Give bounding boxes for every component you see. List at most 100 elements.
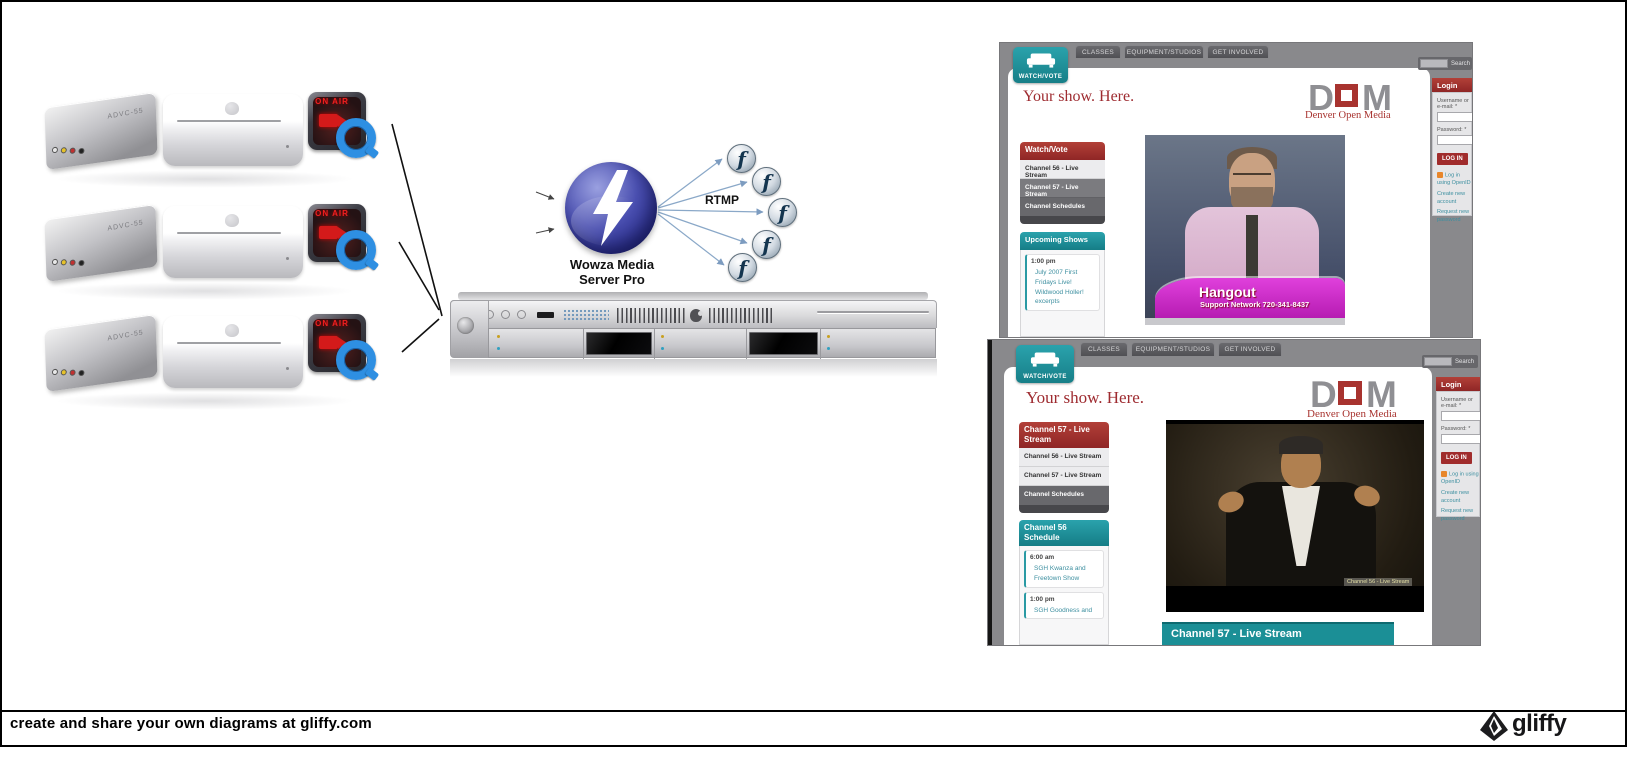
- dom-logo-square-icon: [1338, 381, 1362, 405]
- dom-logo-subtitle: Denver Open Media: [1307, 408, 1397, 420]
- tab-get-involved[interactable]: GET INVOLVED: [1207, 45, 1269, 58]
- encoder-row-1: ADVC-55 ON AIR: [44, 86, 390, 196]
- request-password-link[interactable]: Request new password: [1437, 209, 1470, 223]
- advc-converter-device: ADVC-55: [44, 204, 158, 282]
- login-button[interactable]: LOG IN: [1437, 153, 1468, 165]
- dom-logo-square-icon: [1335, 84, 1358, 107]
- tab-classes[interactable]: CLASSES: [1080, 342, 1128, 356]
- bay-separator: [654, 329, 655, 359]
- camcorder-icon: [319, 114, 338, 127]
- security-lock-knob: [457, 317, 474, 334]
- schedule-show-link[interactable]: July 2007 First Fridays Live! Wildwood H…: [1035, 269, 1084, 306]
- quicktime-q-icon: [336, 230, 376, 270]
- tab-watch-vote[interactable]: WATCH/VOTE: [1016, 345, 1074, 383]
- login-button[interactable]: LOG IN: [1441, 452, 1472, 464]
- channel-57-stream-bar: Channel 57 - Live Stream: [1162, 622, 1394, 645]
- camcorder-icon: [319, 226, 338, 239]
- encoder-row-3: ADVC-55 ON AIR: [44, 308, 390, 418]
- search-box[interactable]: Search: [1418, 57, 1472, 70]
- password-input[interactable]: [1437, 135, 1472, 145]
- menu-item-channel-57[interactable]: Channel 57 - Live Stream: [1020, 179, 1105, 198]
- lower-third-banner: Hangout Support Network 720-341-8437: [1155, 278, 1345, 318]
- flash-player-icon: f: [752, 230, 781, 259]
- letterbox-top: [1166, 420, 1424, 424]
- schedule-time: 1:00 pm: [1031, 258, 1056, 265]
- camcorder-lens-icon: [338, 115, 347, 127]
- menu-item-channel-56[interactable]: Channel 56 - Live Stream: [1020, 160, 1105, 179]
- menu-item-channel-schedules[interactable]: Channel Schedules: [1020, 198, 1105, 216]
- dom-logo-m: M: [1366, 374, 1397, 415]
- site-tagline: Your show. Here.: [1023, 88, 1135, 105]
- sidebar-menu-footer: [1019, 505, 1109, 513]
- drive-led-cyan: [827, 347, 830, 350]
- drive-bay-open-2: [749, 332, 818, 355]
- schedule-show-link[interactable]: SGH Goodness and: [1034, 606, 1093, 614]
- row-reflection: [55, 282, 355, 300]
- menu-item-channel-schedules[interactable]: Channel Schedules: [1019, 486, 1109, 505]
- password-input[interactable]: [1441, 434, 1480, 444]
- openid-icon: [1441, 471, 1447, 477]
- request-password-link[interactable]: Request new password: [1441, 508, 1474, 522]
- sidebar-menu-footer: [1020, 216, 1105, 224]
- xserve-reflection: [450, 359, 937, 377]
- apple-logo-icon: [225, 324, 239, 337]
- optical-drive-slot: [177, 232, 281, 234]
- tab-get-involved[interactable]: GET INVOLVED: [1218, 342, 1282, 356]
- search-button[interactable]: Search: [1455, 358, 1475, 365]
- username-input[interactable]: [1437, 112, 1472, 122]
- quicktime-broadcaster-icon: ON AIR: [308, 204, 380, 272]
- advc-device-label: ADVC-55: [107, 329, 145, 343]
- footer-divider: [2, 710, 1625, 712]
- quicktime-q-tail: [364, 257, 380, 271]
- row-reflection: [55, 392, 355, 410]
- tab-equipment-studios[interactable]: EQUIPMENT/STUDIOS: [1124, 45, 1204, 58]
- optical-drive-slot: [177, 120, 281, 122]
- schedule-entry: 6:00 am SGH Kwanza and Freetown Show: [1024, 550, 1104, 588]
- gliffy-brand-name: gliffy: [1512, 710, 1567, 737]
- search-input[interactable]: [1420, 59, 1448, 68]
- xserve-top-edge: [458, 292, 928, 300]
- dom-website-screenshot-2: CLASSES EQUIPMENT/STUDIOS GET INVOLVED W…: [988, 340, 1480, 645]
- quicktime-q-tail: [364, 367, 380, 381]
- search-input[interactable]: [1424, 357, 1452, 366]
- sidebar-menu-header: Channel 57 - Live Stream: [1019, 422, 1109, 448]
- tab-equipment-studios[interactable]: EQUIPMENT/STUDIOS: [1131, 342, 1215, 356]
- vent-slats-right: [709, 308, 775, 323]
- create-account-link[interactable]: Create new account: [1441, 489, 1470, 504]
- search-box[interactable]: Search: [1422, 355, 1478, 368]
- gliffy-footer-tagline: create and share your own diagrams at gl…: [10, 715, 372, 732]
- vent-slats-left: [617, 308, 685, 323]
- camcorder-lens-icon: [338, 227, 347, 239]
- menu-item-channel-56[interactable]: Channel 56 - Live Stream: [1019, 448, 1109, 467]
- dom-logo-subtitle: Denver Open Media: [1305, 110, 1391, 121]
- live-stream-video-2[interactable]: Channel 56 - Live Stream: [1166, 420, 1424, 612]
- tab-classes[interactable]: CLASSES: [1075, 45, 1121, 58]
- channel-56-schedule-box: 6:00 am SGH Kwanza and Freetown Show 1:0…: [1019, 546, 1109, 645]
- password-label: Password: *: [1441, 426, 1471, 432]
- rca-jacks: [51, 362, 89, 382]
- search-button[interactable]: Search: [1451, 60, 1471, 67]
- openid-login-link[interactable]: Log in using OpenID: [1437, 172, 1471, 187]
- banner-subtitle: Support Network 720-341-8437: [1200, 300, 1310, 309]
- xserve-drive-row: [488, 328, 936, 359]
- live-stream-video-1[interactable]: Hangout Support Network 720-341-8437: [1145, 135, 1345, 325]
- advc-device-label: ADVC-55: [107, 219, 145, 233]
- schedule-time: 6:00 am: [1030, 554, 1055, 561]
- person-tie: [1246, 215, 1258, 295]
- dom-logo-d: D: [1310, 374, 1337, 415]
- login-header: Login: [1436, 377, 1480, 391]
- xserve-left-cap: [450, 300, 489, 358]
- menu-item-channel-57[interactable]: Channel 57 - Live Stream: [1019, 467, 1109, 486]
- letterbox-bottom: [1166, 586, 1424, 612]
- banner-title: Hangout: [1199, 284, 1256, 300]
- row-reflection: [55, 170, 355, 188]
- schedule-show-link[interactable]: SGH Kwanza and Freetown Show: [1034, 565, 1086, 582]
- banner-base-strip: [1145, 318, 1345, 325]
- openid-login-link[interactable]: Log in using OpenID: [1441, 471, 1479, 486]
- username-input[interactable]: [1441, 411, 1480, 421]
- wowza-logo-sphere: [565, 162, 657, 254]
- tab-watch-vote[interactable]: WATCH/VOTE: [1013, 47, 1068, 83]
- onair-label: ON AIR: [315, 319, 349, 328]
- usb-port: [537, 312, 554, 318]
- create-account-link[interactable]: Create new account: [1437, 190, 1466, 205]
